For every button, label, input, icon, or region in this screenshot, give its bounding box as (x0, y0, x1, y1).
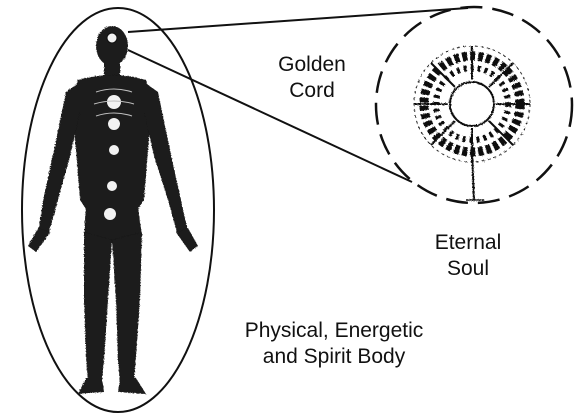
sacral-chakra-icon (109, 145, 119, 155)
golden-cord-label-line-2: Cord (252, 78, 372, 104)
crown-chakra-icon (107, 33, 117, 43)
root-chakra-icon (104, 208, 116, 220)
golden-cord-label-line-1: Golden (252, 52, 372, 78)
eternal-soul-label-line-1: Eternal (418, 230, 518, 256)
body-caption-line-2: and Spirit Body (224, 344, 444, 370)
soul-mandala-icon (414, 46, 530, 200)
eternal-soul-label-line-2: Soul (418, 256, 518, 282)
navel-chakra-icon (107, 181, 117, 191)
solar-chakra-icon (108, 118, 120, 130)
eternal-soul-label: Eternal Soul (418, 230, 518, 282)
body-caption: Physical, Energetic and Spirit Body (224, 318, 444, 370)
golden-cord-label: Golden Cord (252, 52, 372, 104)
heart-chakra-icon (107, 95, 121, 109)
body-caption-line-1: Physical, Energetic (224, 318, 444, 344)
